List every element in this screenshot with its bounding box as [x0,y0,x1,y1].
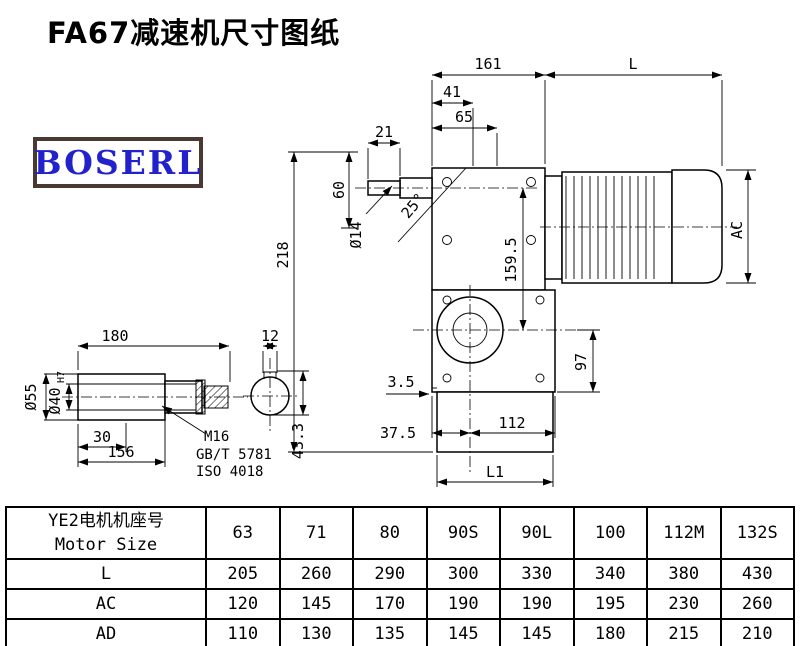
table-cell: 100 [572,506,648,560]
dim-L-label: L [628,55,637,73]
dim-60-label: 60 [330,181,348,199]
dimension-lines [42,71,752,486]
table-cell: 80 [352,506,428,560]
bolt-callout-gbt: GB/T 5781 [196,447,272,463]
table-cell: 260 [278,558,354,590]
row-label: L [5,558,207,590]
technical-drawing: 161 L 41 65 21 60 Ø14 25° 218 159.5 AC 9… [22,55,756,487]
table-cell: 90L [499,506,575,560]
row-label: AC [5,588,207,620]
table-cell: 145 [278,588,354,620]
bolt-callout-m16: M16 [204,429,229,445]
table-row-AC: AC 120 145 170 190 190 195 230 260 [5,588,795,620]
dim-97-label: 97 [572,353,590,371]
table-cell: 180 [572,618,648,646]
table-row-AD: AD 110 130 135 145 145 180 215 210 [5,618,795,646]
shaft-dia40-label: Ø40 [46,387,64,414]
bolt-callout-iso: ISO 4018 [196,464,263,480]
brand-logo-text: BOSERL [33,143,203,182]
motor-dimension-table: YE2电机机座号 Motor Size 63 71 80 90S 90L 100… [5,506,795,646]
table-cell: 71 [278,506,354,560]
table-row-L: L 205 260 290 300 330 340 380 430 [5,558,795,590]
table-header-cn: YE2电机机座号 [48,511,164,531]
table-cell: 110 [205,618,281,646]
table-cell: 190 [499,588,575,620]
table-cell: 135 [352,618,428,646]
table-cell: 120 [205,588,281,620]
table-cell: 195 [572,588,648,620]
shaft-156-label: 156 [107,443,134,461]
dim-112-label: 112 [498,414,525,432]
shaft-43-3-label: 43.3 [289,423,307,459]
shaft-dia40-tolerance: H7 [56,371,67,383]
table-cell: 260 [719,588,795,620]
gearbox-outline [367,167,723,453]
table-cell: 190 [425,588,501,620]
dim-L1-label: L1 [486,463,504,481]
table-cell: 215 [646,618,722,646]
dim-159-5-label: 159.5 [502,237,520,282]
table-cell: 132S [719,506,795,560]
table-cell: 210 [719,618,795,646]
centerlines [62,187,737,472]
table-cell: 170 [352,588,428,620]
page-title: FA67减速机尺寸图纸 [47,16,341,50]
table-cell: 145 [499,618,575,646]
dim-218-label: 218 [274,241,292,268]
table-cell: 145 [425,618,501,646]
table-cell: 90S [425,506,501,560]
table-cell: 290 [352,558,428,590]
table-cell: 300 [425,558,501,590]
table-cell: 112M [646,506,722,560]
dim-65-label: 65 [455,108,473,126]
dim-dia14-label: Ø14 [347,221,365,248]
dim-21-label: 21 [375,123,393,141]
dim-3-5-label: 3.5 [387,373,414,391]
shaft-180-label: 180 [101,327,128,345]
dim-37-5-label: 37.5 [380,424,416,442]
table-cell: 205 [205,558,281,590]
row-label: AD [5,618,207,646]
shaft-12-label: 12 [261,327,279,345]
dim-161-label: 161 [474,55,501,73]
table-cell: 330 [499,558,575,590]
table-header-motor-size: YE2电机机座号 Motor Size [5,506,207,560]
table-cell: 130 [278,618,354,646]
dim-41-label: 41 [443,83,461,101]
table-cell: 63 [205,506,281,560]
table-cell: 380 [646,558,722,590]
shaft-30-label: 30 [93,428,111,446]
shaft-dia55-label: Ø55 [22,383,40,410]
dim-AC-label: AC [728,221,746,239]
table-header-en: Motor Size [54,535,158,555]
table-cell: 340 [572,558,648,590]
table-cell: 430 [719,558,795,590]
table-header-row: YE2电机机座号 Motor Size 63 71 80 90S 90L 100… [5,506,795,560]
table-cell: 230 [646,588,722,620]
brand-logo-box: BOSERL [33,137,203,188]
gearbox-details [397,167,655,389]
